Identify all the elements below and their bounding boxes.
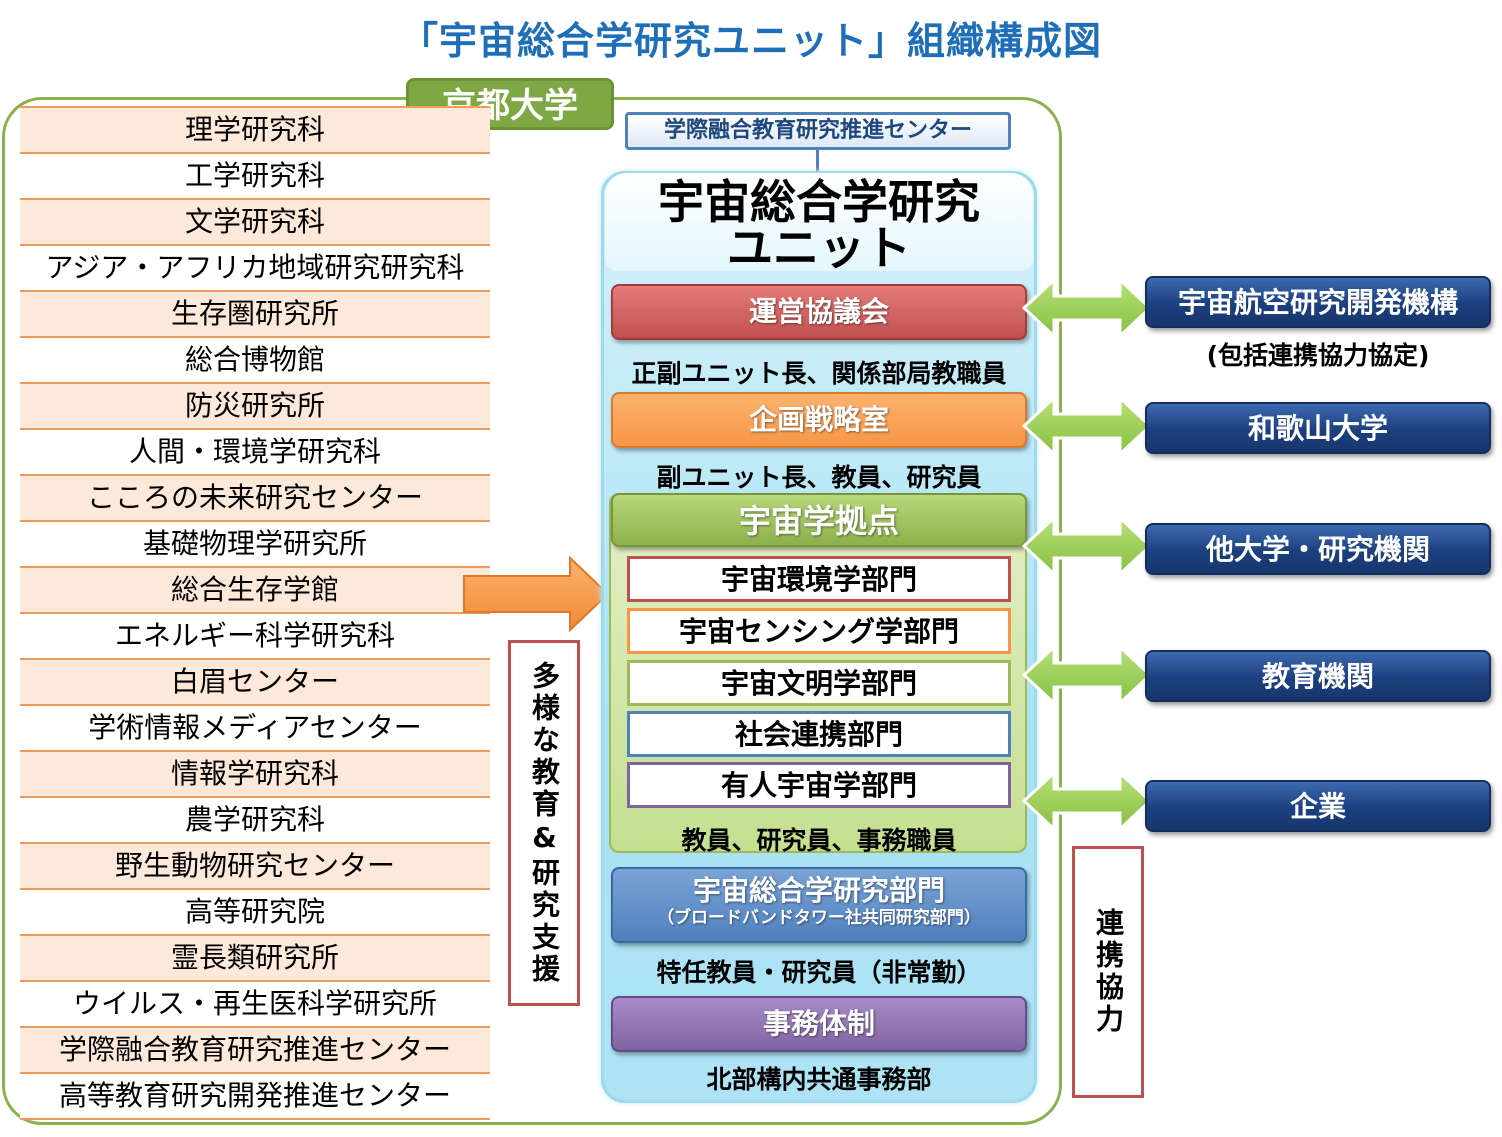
department-item: 基礎物理学研究所 bbox=[20, 522, 490, 568]
department-list: 理学研究科工学研究科文学研究科アジア・アフリカ地域研究研究科生存圏研究所総合博物… bbox=[20, 106, 490, 1120]
department-item: 工学研究科 bbox=[20, 154, 490, 200]
department-item: 理学研究科 bbox=[20, 108, 490, 154]
double-arrow-icon bbox=[1022, 771, 1152, 831]
double-arrow-icon bbox=[1022, 516, 1152, 576]
double-arrow-icon bbox=[1022, 645, 1152, 705]
department-item: 高等研究院 bbox=[20, 890, 490, 936]
base-bar: 宇宙学拠点 bbox=[611, 493, 1027, 547]
comprehensive-sub: （ブロードバンドタワー社共同研究部門） bbox=[657, 908, 981, 928]
department-item: 情報学研究科 bbox=[20, 752, 490, 798]
division-space-sensing: 宇宙センシング学部門 bbox=[627, 608, 1011, 654]
unit-title: 宇宙総合学研究 ユニット bbox=[605, 173, 1033, 271]
base-caption: 教員、研究員、事務職員 bbox=[681, 826, 957, 855]
department-item: こころの未来研究センター bbox=[20, 476, 490, 522]
department-item: 農学研究科 bbox=[20, 798, 490, 844]
partner-jaxa: 宇宙航空研究開発機構 bbox=[1145, 276, 1491, 328]
unit-title-line1: 宇宙総合学研究 bbox=[658, 175, 980, 229]
division-human-spaceflight: 有人宇宙学部門 bbox=[627, 762, 1011, 808]
collaboration-label-box: 連携協力 bbox=[1072, 846, 1144, 1098]
department-item: 高等教育研究開発推進センター bbox=[20, 1074, 490, 1118]
support-label: 多様な教育&研究支援 bbox=[528, 660, 561, 986]
collaboration-label: 連携協力 bbox=[1092, 908, 1125, 1036]
department-item: 霊長類研究所 bbox=[20, 936, 490, 982]
division-social-cooperation: 社会連携部門 bbox=[627, 711, 1011, 757]
department-item: エネルギー科学研究科 bbox=[20, 614, 490, 660]
department-item: 人間・環境学研究科 bbox=[20, 430, 490, 476]
support-arrow-icon bbox=[463, 555, 610, 633]
partner-wakayama: 和歌山大学 bbox=[1145, 402, 1491, 454]
department-item: ウイルス・再生医科学研究所 bbox=[20, 982, 490, 1028]
office-bar: 事務体制 bbox=[611, 996, 1027, 1052]
department-item: 生存圏研究所 bbox=[20, 292, 490, 338]
comprehensive-bar: 宇宙総合学研究部門 （ブロードバンドタワー社共同研究部門） bbox=[611, 867, 1027, 943]
unit-title-line2: ユニット bbox=[727, 221, 911, 275]
office-caption: 北部構内共通事務部 bbox=[706, 1065, 932, 1094]
comprehensive-caption: 特任教員・研究員（非常勤） bbox=[656, 958, 982, 987]
connector-line bbox=[816, 150, 819, 174]
double-arrow-icon bbox=[1022, 278, 1152, 338]
division-space-environment: 宇宙環境学部門 bbox=[627, 556, 1011, 602]
department-item: 白眉センター bbox=[20, 660, 490, 706]
department-item: 野生動物研究センター bbox=[20, 844, 490, 890]
partner-note: (包括連携協力協定) bbox=[1206, 341, 1430, 370]
department-item: 学術情報メディアセンター bbox=[20, 706, 490, 752]
partner-education: 教育機関 bbox=[1145, 650, 1491, 702]
comprehensive-label: 宇宙総合学研究部門 bbox=[692, 874, 945, 907]
partner-other-universities: 他大学・研究機関 bbox=[1145, 523, 1491, 575]
double-arrow-icon bbox=[1022, 396, 1152, 456]
division-space-civilization: 宇宙文明学部門 bbox=[627, 660, 1011, 706]
council-caption: 正副ユニット長、関係部局教職員 bbox=[631, 359, 1007, 388]
department-item: 学際融合教育研究推進センター bbox=[20, 1028, 490, 1074]
department-item: 防災研究所 bbox=[20, 384, 490, 430]
council-bar: 運営協議会 bbox=[611, 284, 1027, 340]
planning-caption: 副ユニット長、教員、研究員 bbox=[656, 463, 982, 492]
planning-bar: 企画戦略室 bbox=[611, 392, 1027, 448]
partner-companies: 企業 bbox=[1145, 780, 1491, 832]
page-title: 「宇宙総合学研究ユニット」組織構成図 bbox=[399, 19, 1102, 63]
center-box: 学際融合教育研究推進センター bbox=[625, 112, 1011, 150]
department-item: 文学研究科 bbox=[20, 200, 490, 246]
support-label-box: 多様な教育&研究支援 bbox=[508, 640, 580, 1006]
department-item: アジア・アフリカ地域研究研究科 bbox=[20, 246, 490, 292]
department-item: 総合生存学館 bbox=[20, 568, 490, 614]
department-item: 総合博物館 bbox=[20, 338, 490, 384]
